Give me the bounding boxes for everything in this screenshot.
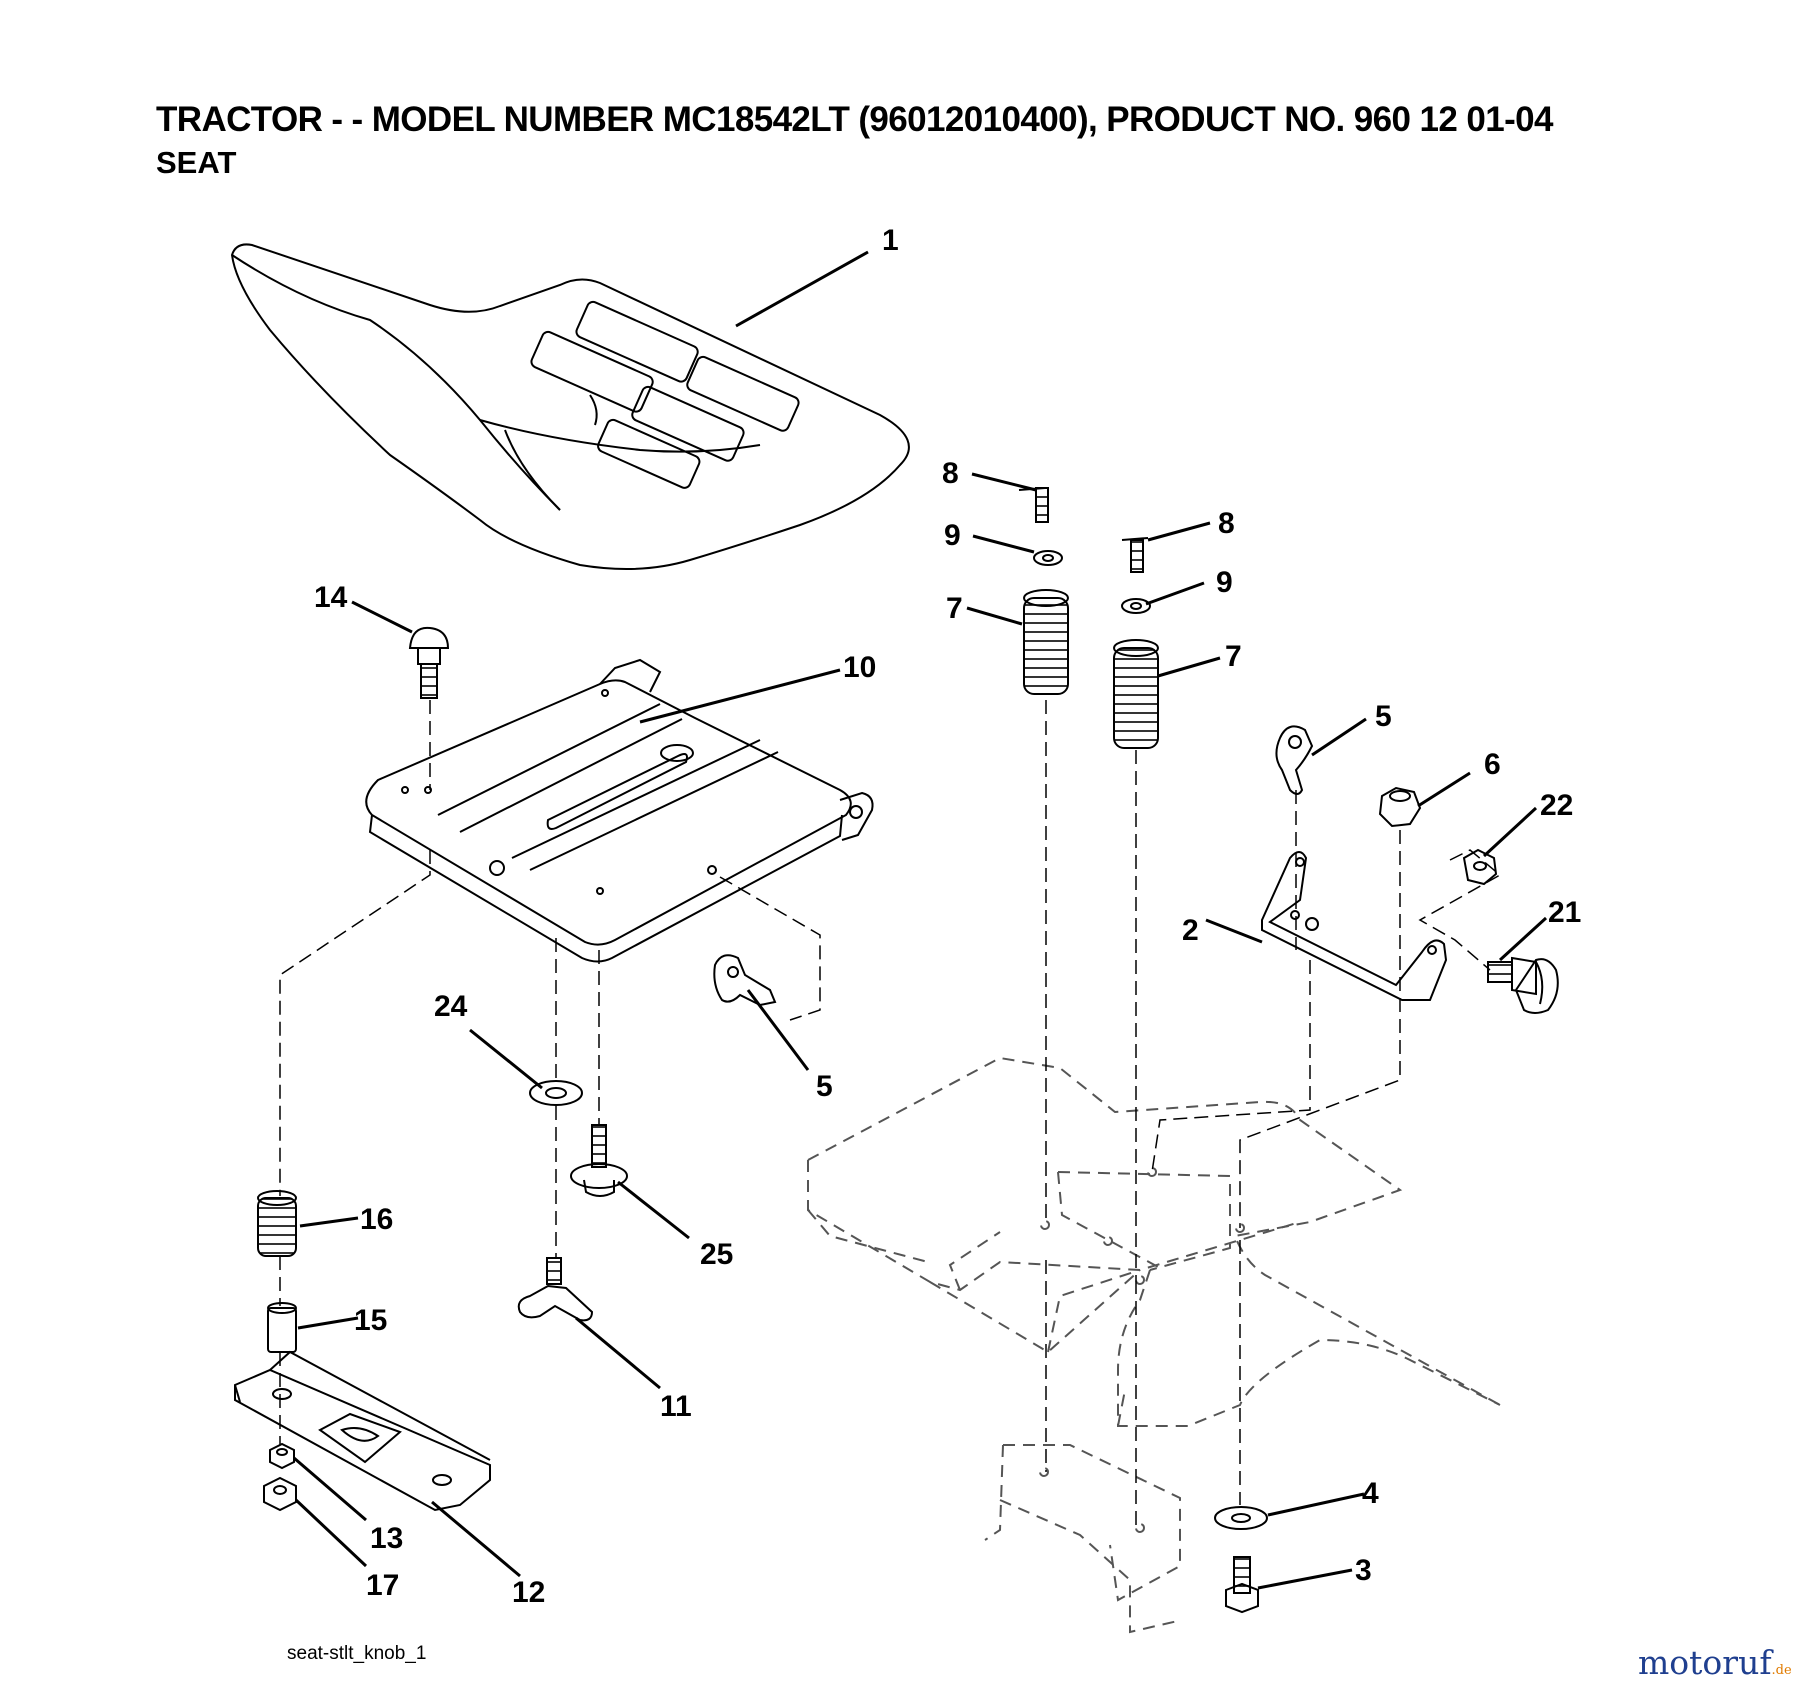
callout-seat: 1 [882,224,899,257]
callout-switch-upper: 5 [1375,700,1392,733]
callout-nut-13: 13 [370,1522,403,1555]
spring-left-part [1018,487,1069,695]
callout-washer-24: 24 [434,990,468,1023]
callout-switch-lower: 5 [816,1070,833,1103]
hex-nut-part [1378,786,1422,828]
callout-bolt-left: 8 [942,457,959,490]
watermark-tld: .de [1771,1663,1792,1678]
spacer-part [267,1302,297,1353]
washer-24-part [529,1080,583,1106]
spring-right-part [1113,537,1159,749]
callout-wing-knob: 11 [660,1390,692,1423]
washer-4-part [1214,1506,1268,1530]
callout-knob: 21 [1548,896,1581,929]
watermark-logo[interactable]: motoruf.de [1638,1643,1792,1682]
callout-washer-4: 4 [1362,1477,1379,1510]
knob-part [1487,956,1559,1014]
callout-bracket: 2 [1182,914,1199,947]
small-spring-part [257,1190,297,1257]
switch-clip-upper-part [1275,725,1314,795]
page-subtitle: SEAT [156,145,237,180]
locknut-part [1462,848,1498,886]
callout-seat-pan: 10 [843,651,876,684]
wing-knob-part [517,1257,594,1322]
callout-lower-bracket: 12 [512,1576,545,1609]
leader-lines [293,250,1548,1590]
bracket-part [1261,851,1448,1001]
figure-id: seat-stlt_knob_1 [287,1643,427,1664]
page-title: TRACTOR - - MODEL NUMBER MC18542LT (9601… [156,100,1553,139]
callout-spacer: 15 [354,1304,387,1337]
callout-small-spring: 16 [360,1203,393,1236]
hex-bolt-part [1225,1556,1259,1614]
assembly-center-lines [279,700,1502,1528]
callout-numbers: 1 8 9 7 8 9 7 14 10 5 6 22 2 21 24 5 16 … [314,224,1581,1609]
nut-13-part [269,1442,295,1470]
nut-17-part [263,1476,297,1512]
seat-pan-part [365,658,874,963]
callout-spring-left: 7 [946,592,963,625]
callout-hex-bolt: 3 [1355,1554,1372,1587]
callout-shoulder-bolt: 25 [700,1238,733,1271]
callout-spring-right: 7 [1225,640,1242,673]
carriage-bolt-part [408,626,450,699]
callout-washer-right: 9 [1216,566,1233,599]
callout-carriage-bolt: 14 [314,581,348,614]
callout-bolt-right: 8 [1218,507,1235,540]
switch-clip-lower-part [713,954,777,1007]
callout-nut-17: 17 [366,1569,399,1602]
callout-washer-left: 9 [944,519,961,552]
callout-locknut: 22 [1540,789,1573,822]
tractor-frame-hidden [807,1056,1501,1634]
watermark-brand: motoruf [1638,1643,1772,1682]
seat-part [230,243,910,570]
callout-hex-nut: 6 [1484,748,1501,781]
lower-bracket-part [234,1350,491,1512]
shoulder-bolt-part [570,1124,628,1197]
